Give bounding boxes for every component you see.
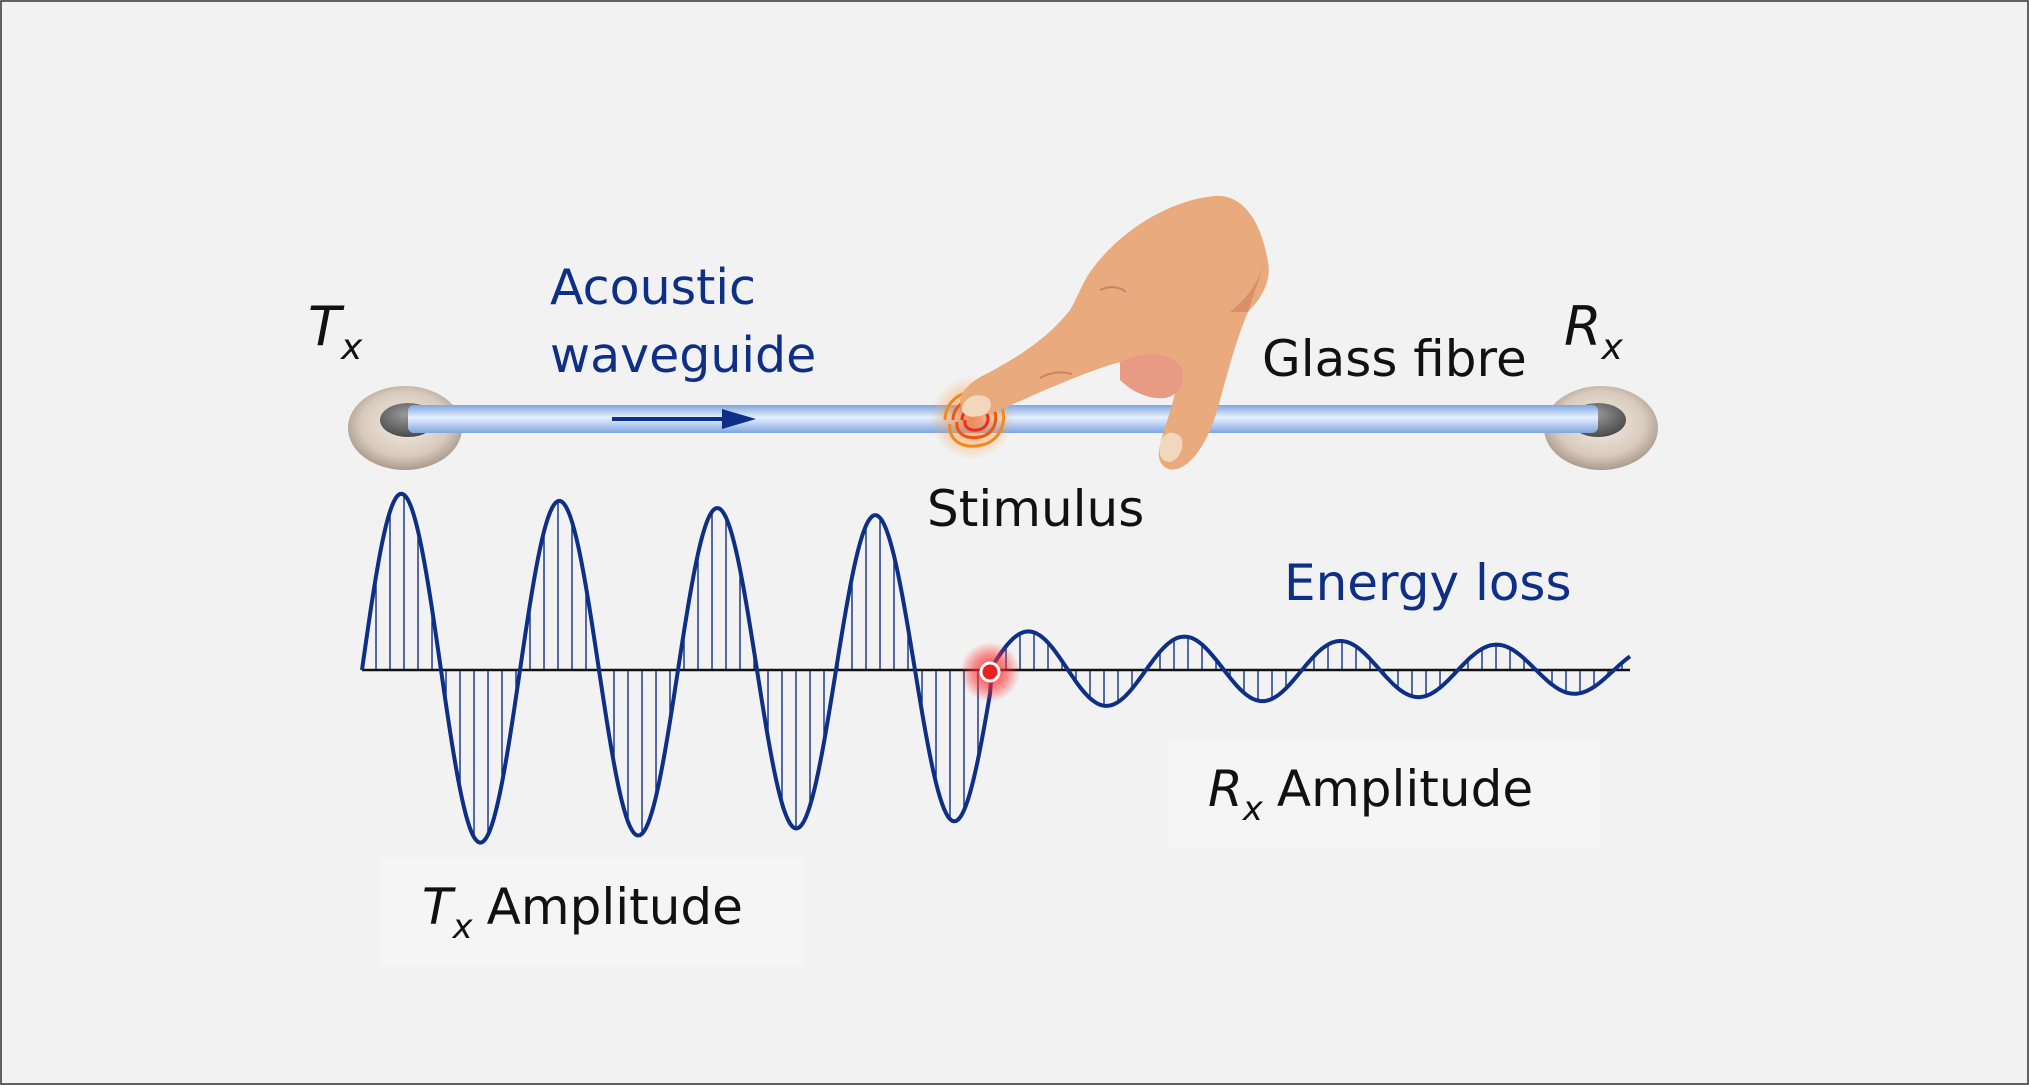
energy-loss-point <box>960 642 1020 702</box>
tx-label: Tx <box>308 295 363 368</box>
acoustic-waveguide-label: Acoustic <box>550 259 756 316</box>
rx-amplitude-panel <box>1168 740 1600 848</box>
acoustic-waveguide-label-line2: waveguide <box>550 327 816 384</box>
rx-label: Rx <box>1564 295 1624 368</box>
tx-amplitude-panel <box>380 858 804 966</box>
glass-fibre-label: Glass fibre <box>1262 330 1527 388</box>
pointing-finger-icon <box>960 195 1269 470</box>
energy-loss-label: Energy loss <box>1284 554 1572 612</box>
stimulus-label: Stimulus <box>927 480 1144 538</box>
right-arrow-icon <box>612 409 756 429</box>
